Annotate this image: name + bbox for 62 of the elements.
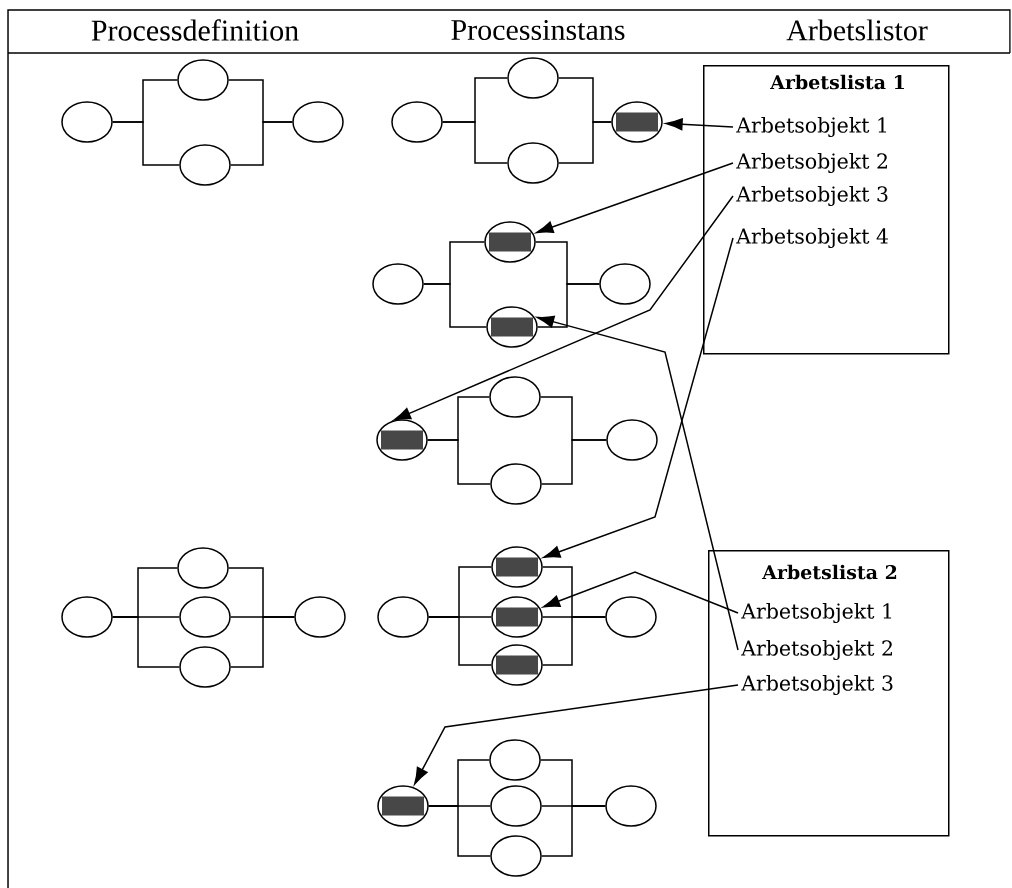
connector-line bbox=[112, 121, 180, 166]
connector-line bbox=[542, 616, 606, 666]
connector-line bbox=[423, 283, 487, 328]
column-heading: Arbetslistor bbox=[786, 19, 928, 41]
marker-bar bbox=[489, 232, 531, 252]
work-item: Arbetsobjekt 2 bbox=[736, 152, 887, 174]
work-item: Arbetsobjekt 1 bbox=[741, 602, 892, 624]
work-item: Arbetsobjekt 4 bbox=[736, 227, 888, 249]
marker-bar bbox=[616, 112, 658, 132]
connector-line bbox=[558, 121, 612, 164]
column-heading: Processinstans bbox=[451, 19, 625, 41]
arrow bbox=[536, 315, 739, 651]
activity-ellipse bbox=[177, 59, 229, 101]
marker-bar bbox=[381, 430, 423, 450]
connector-line bbox=[427, 439, 491, 485]
activity-ellipse bbox=[605, 596, 657, 638]
activity-ellipse bbox=[489, 739, 541, 781]
connector-line bbox=[537, 283, 600, 328]
activity-ellipse bbox=[177, 547, 229, 589]
activity-ellipse bbox=[179, 646, 231, 688]
connector-line bbox=[230, 616, 295, 668]
arrow bbox=[542, 571, 739, 614]
marker-bar bbox=[496, 655, 538, 675]
connector-line bbox=[541, 439, 607, 485]
activity-ellipse bbox=[377, 596, 429, 638]
arrow bbox=[665, 118, 734, 131]
connector-line bbox=[428, 805, 491, 857]
activity-ellipse bbox=[507, 142, 559, 184]
activity-ellipse bbox=[605, 785, 657, 827]
connector-line bbox=[442, 121, 508, 164]
activity-ellipse bbox=[179, 144, 231, 186]
work-item: Arbetsobjekt 1 bbox=[736, 116, 887, 138]
arrow bbox=[543, 237, 734, 559]
marker-bar bbox=[496, 557, 538, 577]
work-item: Arbetsobjekt 3 bbox=[741, 674, 893, 696]
activity-ellipse bbox=[489, 376, 541, 418]
marker-bar bbox=[496, 607, 538, 627]
column-heading: Processdefinition bbox=[91, 19, 299, 41]
work-item: Arbetsobjekt 3 bbox=[736, 185, 888, 207]
activity-ellipse bbox=[179, 596, 231, 638]
connector-line bbox=[541, 805, 606, 857]
arrow bbox=[393, 195, 734, 421]
activity-ellipse bbox=[490, 785, 542, 827]
activity-ellipse bbox=[606, 419, 658, 461]
marker-bar bbox=[382, 796, 424, 816]
activity-ellipse bbox=[490, 835, 542, 877]
arrow bbox=[536, 162, 734, 234]
activity-ellipse bbox=[61, 101, 113, 143]
activity-ellipse bbox=[61, 596, 113, 638]
activity-ellipse bbox=[507, 57, 559, 99]
activity-ellipse bbox=[372, 263, 424, 305]
connector-line bbox=[230, 121, 293, 166]
activity-ellipse bbox=[294, 596, 346, 638]
marker-bar bbox=[491, 317, 533, 337]
activity-ellipse bbox=[490, 463, 542, 505]
arrow bbox=[414, 684, 739, 785]
activity-ellipse bbox=[599, 263, 651, 305]
connector-line bbox=[428, 616, 492, 666]
activity-ellipse bbox=[391, 101, 443, 143]
connector-line bbox=[112, 616, 180, 668]
work-item: Arbetsobjekt 2 bbox=[741, 639, 892, 661]
activity-ellipse bbox=[292, 101, 344, 143]
